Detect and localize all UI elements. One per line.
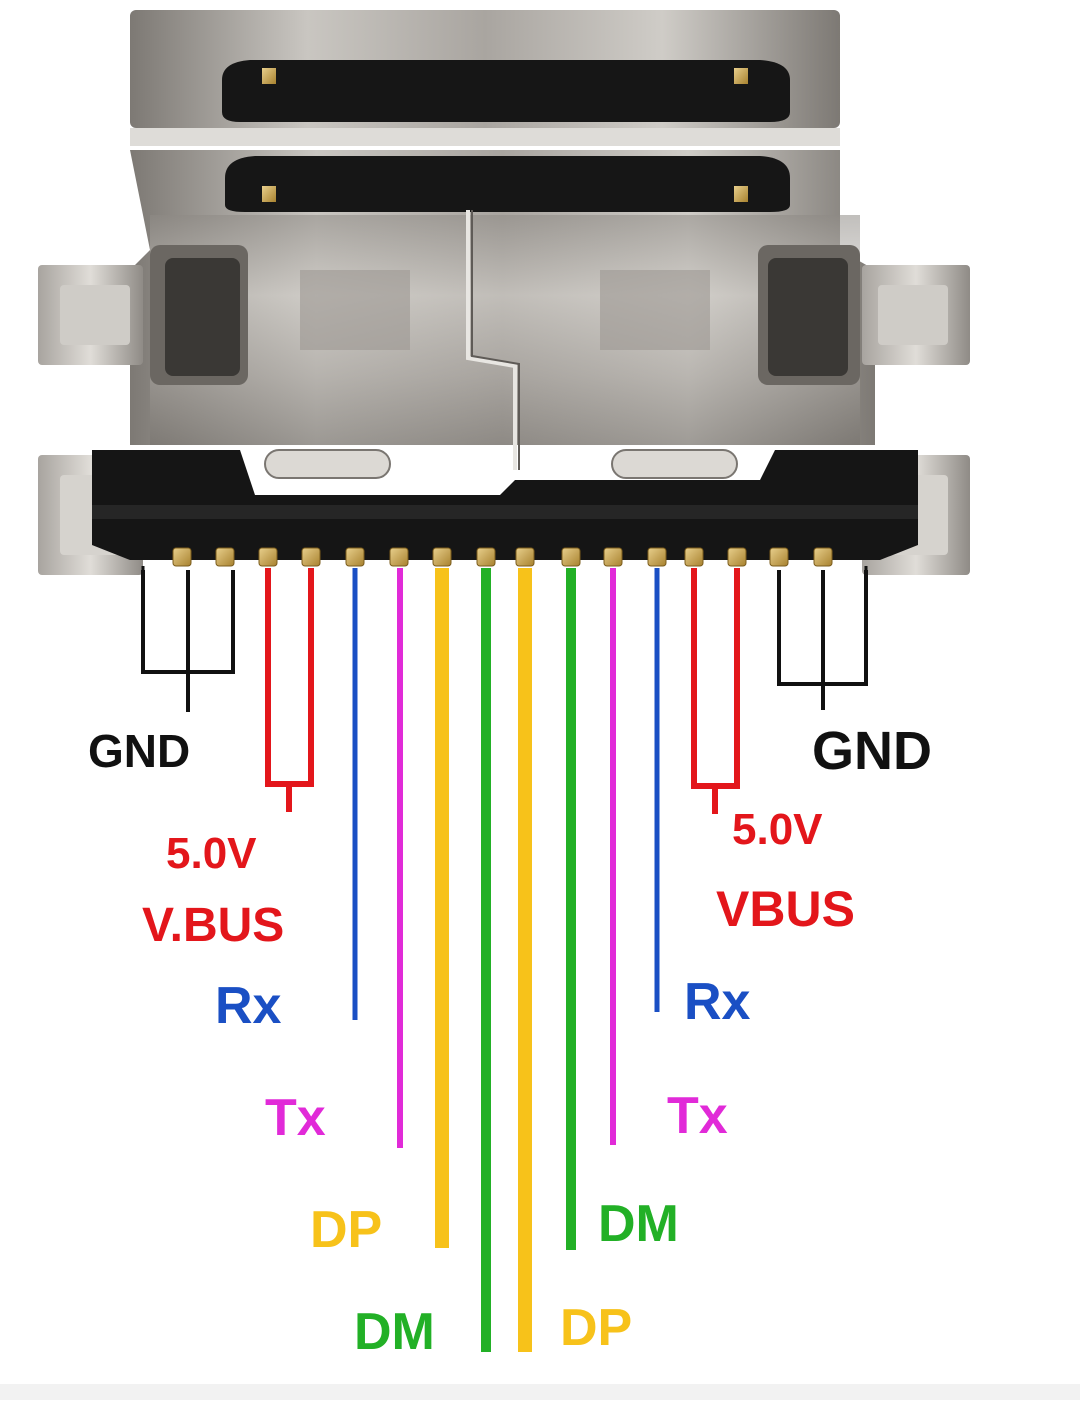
- gnd-right-wire: [777, 570, 868, 710]
- gnd-left-label: GND: [88, 725, 191, 777]
- pin-wires: [141, 568, 868, 1352]
- connector-pin: [432, 547, 452, 567]
- connector-pin: [727, 547, 747, 567]
- connector-pin: [561, 547, 581, 567]
- vbus-left-label: V.BUS: [142, 899, 285, 952]
- dm-right-label: DM: [598, 1195, 679, 1253]
- connector-pin: [647, 547, 667, 567]
- bottom-edge: [0, 1384, 1080, 1400]
- connector-pin: [684, 547, 704, 567]
- vbus-left-wire: [265, 568, 314, 812]
- connector-pin: [515, 547, 535, 567]
- connector-pin: [476, 547, 496, 567]
- gnd-right-label: GND: [812, 721, 932, 781]
- vbus-right-wire: [691, 568, 740, 814]
- connector-pin: [345, 547, 365, 567]
- vbus-right-label: VBUS: [716, 881, 855, 937]
- dp-left-label: DP: [310, 1201, 383, 1259]
- tx-right-label: Tx: [667, 1087, 728, 1145]
- connector-pin: [172, 547, 192, 567]
- volt-right-label: 5.0V: [732, 805, 823, 854]
- volt-left-label: 5.0V: [166, 829, 257, 878]
- connector-pin: [769, 547, 789, 567]
- gnd-left-wire: [141, 570, 235, 712]
- connector-pin: [258, 547, 278, 567]
- connector-pin: [389, 547, 409, 567]
- dp-bottom-label: DP: [560, 1299, 633, 1357]
- connector-pin: [215, 547, 235, 567]
- dm-bottom-label: DM: [354, 1303, 435, 1361]
- tx-left-label: Tx: [265, 1089, 326, 1147]
- connector-pin: [301, 547, 321, 567]
- rx-left-label: Rx: [215, 977, 282, 1035]
- connector-pin: [603, 547, 623, 567]
- rx-right-label: Rx: [684, 973, 751, 1031]
- usb-type-c-port-icon: [38, 10, 970, 575]
- connector-pin: [813, 547, 833, 567]
